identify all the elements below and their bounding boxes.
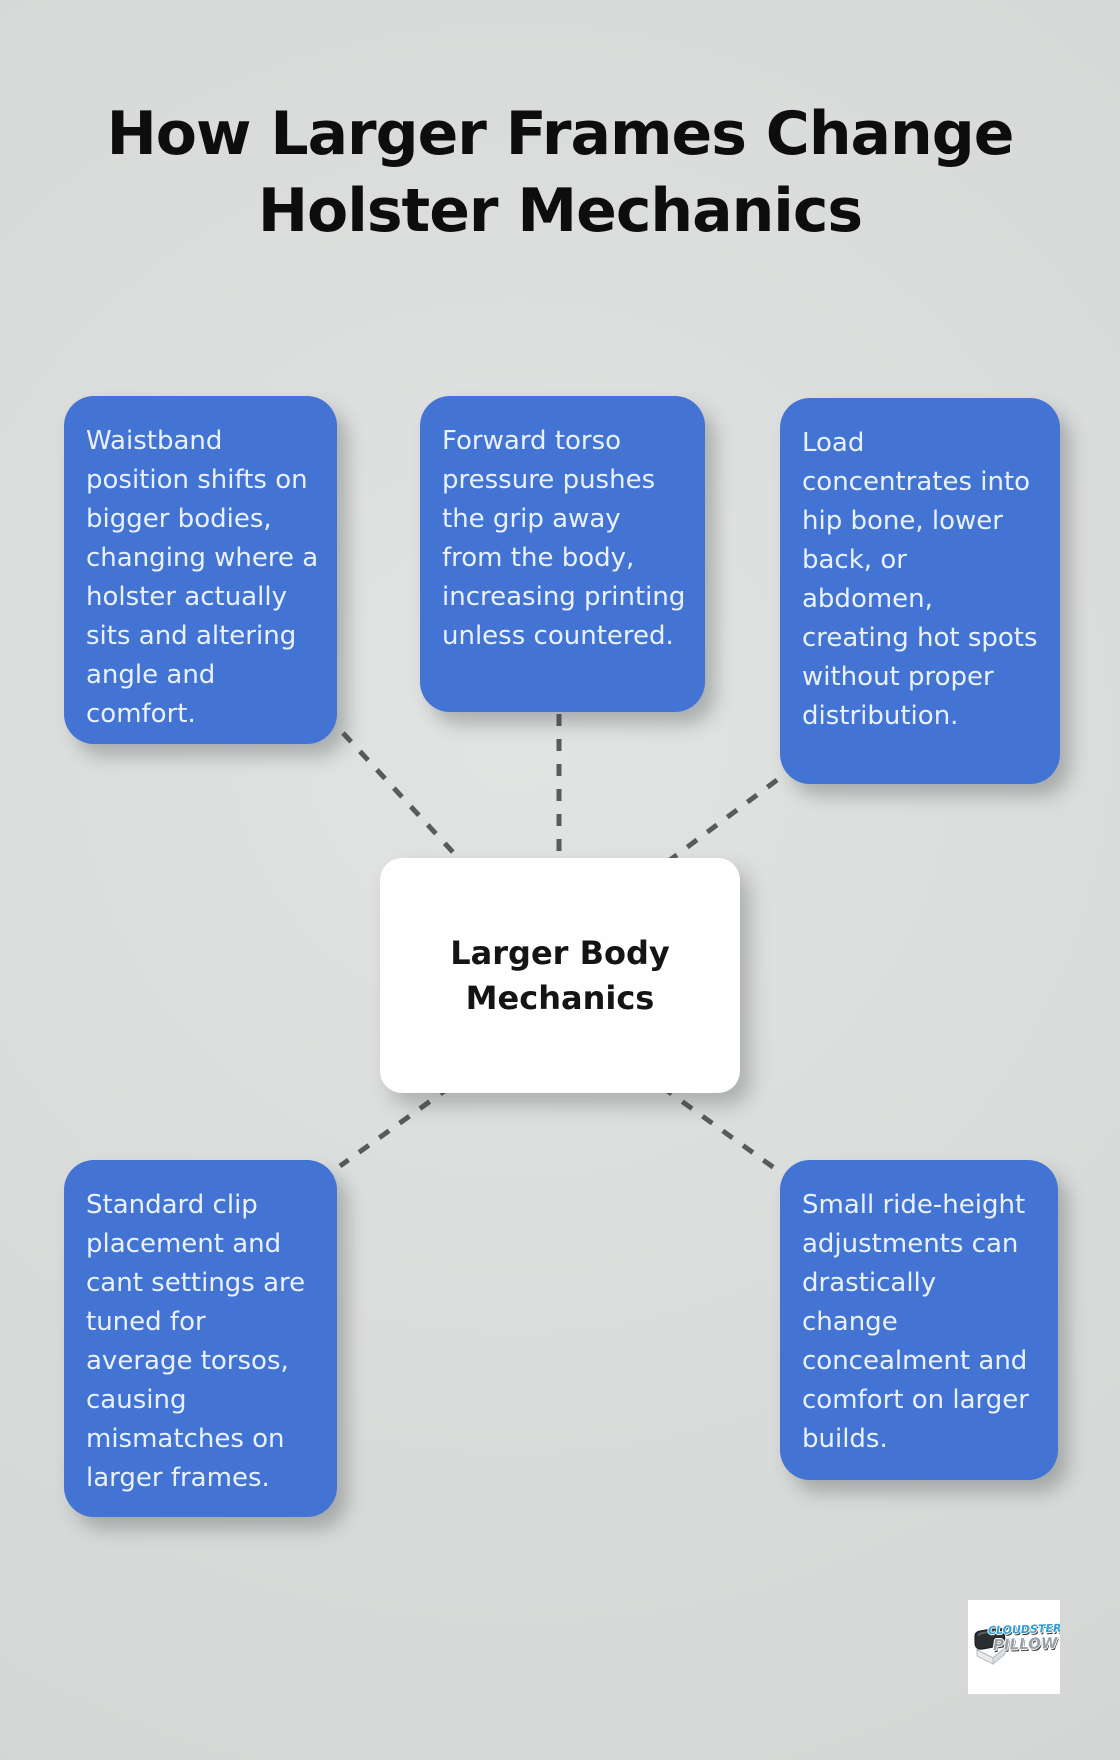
brand-logo-line-2: PILLOW xyxy=(992,1633,1058,1655)
branch-node-top-right: Load concentrates into hip bone, lower b… xyxy=(780,398,1060,784)
branch-node-bottom-left-text: Standard clip placement and cant setting… xyxy=(86,1190,306,1493)
pillow-icon xyxy=(974,1627,1007,1666)
connector-bottom-right xyxy=(660,1084,779,1173)
branch-node-top-right-text: Load concentrates into hip bone, lower b… xyxy=(802,428,1038,731)
center-node-label: Larger Body Mechanics xyxy=(450,934,670,1017)
connector-bottom-left xyxy=(338,1084,452,1169)
branch-node-bottom-left: Standard clip placement and cant setting… xyxy=(64,1160,337,1517)
page-title: How Larger Frames Change Holster Mechani… xyxy=(0,96,1120,250)
branch-node-top-left-text: Waistband position shifts on bigger bodi… xyxy=(86,426,319,729)
branch-node-top-middle: Forward torso pressure pushes the grip a… xyxy=(420,396,705,712)
center-node: Larger Body Mechanics xyxy=(380,858,740,1093)
branch-node-bottom-right: Small ride-height adjustments can drasti… xyxy=(780,1160,1058,1480)
connector-top-right xyxy=(664,777,779,866)
branch-node-top-middle-text: Forward torso pressure pushes the grip a… xyxy=(442,426,686,651)
page-title-line-1: How Larger Frames Change xyxy=(106,99,1015,169)
connector-top-left xyxy=(341,731,464,864)
brand-logo-text: CLOUDSTER PILLOW xyxy=(988,1622,1060,1655)
branch-node-top-left: Waistband position shifts on bigger bodi… xyxy=(64,396,337,744)
branch-node-bottom-right-text: Small ride-height adjustments can drasti… xyxy=(802,1190,1029,1454)
brand-logo: CLOUDSTER PILLOW xyxy=(968,1600,1060,1694)
page-title-line-2: Holster Mechanics xyxy=(257,175,863,246)
